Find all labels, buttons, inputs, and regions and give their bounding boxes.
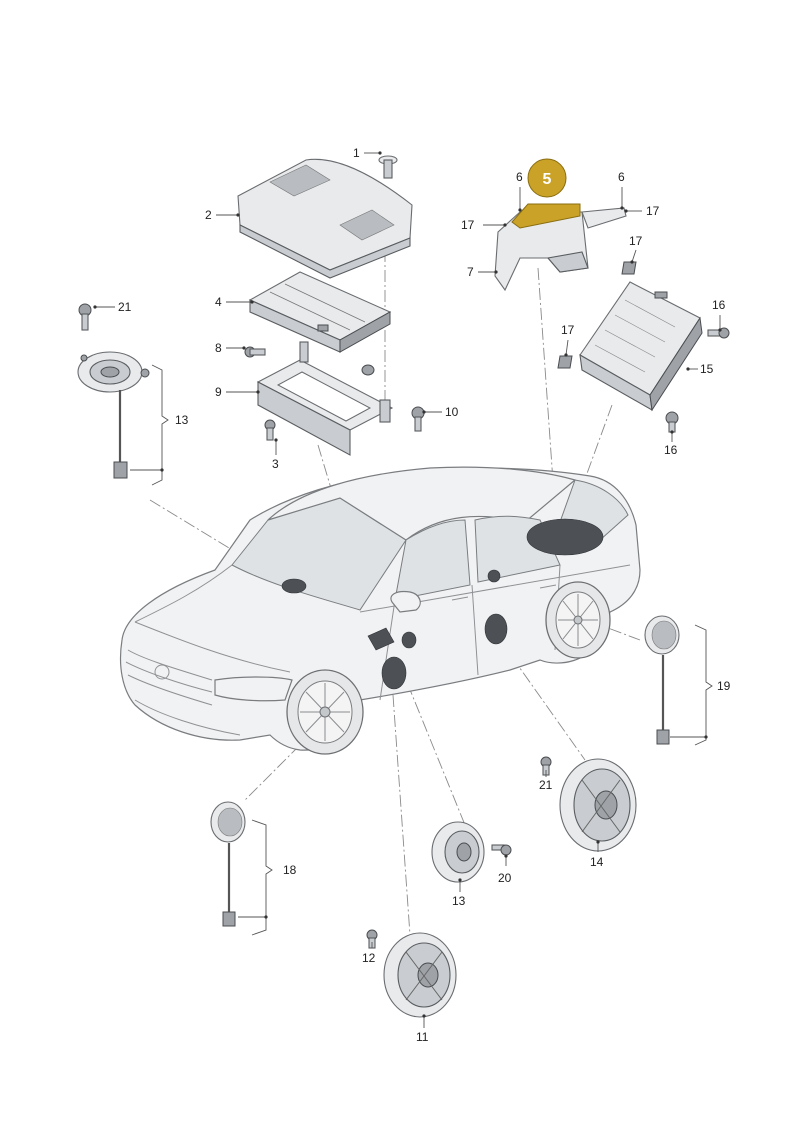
part-screw-21-left [78,303,92,331]
roof [267,466,577,541]
part-bracket [256,341,394,456]
callout-labels: 1 2 4 8 9 3 10 21 13 6 6 17 17 7 17 17 1… [118,146,731,1044]
callout-4: 4 [215,295,222,309]
part-speaker-13-bottom [431,821,485,883]
part-control-unit [248,271,392,353]
rear-wheel [545,581,611,659]
callout-10: 10 [445,405,459,419]
callout-11: 11 [416,1030,429,1044]
part-woofer-11 [383,932,457,1018]
part-screw-3 [264,419,276,441]
location-spot-b-pillar [487,569,501,583]
front-side-window [394,519,471,601]
location-spot-rear-door [484,613,508,645]
headlight [214,676,293,702]
part-screw-16-top [707,327,730,339]
callout-14: 14 [590,855,604,869]
callout-17-left: 17 [461,218,475,232]
part-clip-small [361,364,375,376]
part-tweeter-right [644,615,680,745]
callout-9: 9 [215,385,222,399]
part-woofer-14 [559,758,637,852]
callout-17-mid: 17 [561,323,575,337]
callout-16-bottom: 16 [664,443,678,457]
callout-19: 19 [717,679,731,693]
location-spot-mirror [401,631,417,649]
callout-20: 20 [498,871,512,885]
location-spot-shelf [526,518,604,556]
part-tweeter-left [210,801,246,927]
part-highlighted-5 [511,203,581,229]
part-housing-7 [494,207,627,292]
part-clip-17-top [621,261,637,275]
part-screw-10 [411,406,425,432]
part-speaker-left [77,351,150,479]
location-spot-front-door [381,656,407,690]
callout-21-right: 21 [539,778,553,792]
part-cover [237,158,413,279]
callout-leaders [93,151,722,1028]
car-illustration [119,466,641,755]
callout-18: 18 [283,863,297,877]
front-wheel [286,669,364,755]
callout-13-bottom: 13 [452,894,466,908]
location-spot-dash [281,578,307,594]
highlight-callout-5[interactable]: 5 [527,158,567,198]
callout-17-right: 17 [646,204,660,218]
callout-2: 2 [205,208,212,222]
callout-3: 3 [272,457,279,471]
callout-8: 8 [215,341,222,355]
callout-13-left: 13 [175,413,189,427]
callout-6-left: 6 [516,170,523,184]
part-amplifier [579,281,703,412]
part-screw-16-bottom [665,411,679,433]
callout-16-top: 16 [712,298,726,312]
part-push-pin [378,155,398,179]
callout-15: 15 [700,362,714,376]
callout-5: 5 [543,171,552,188]
part-clip-17-mid [557,355,573,369]
location-spot-module [367,627,395,651]
callout-12: 12 [362,951,376,965]
callout-21-left: 21 [118,300,132,314]
callout-17-top: 17 [629,234,643,248]
part-screw-20 [491,844,512,856]
callout-7: 7 [467,265,474,279]
part-screw-8 [244,346,266,358]
callout-1: 1 [353,146,360,160]
callout-6-right: 6 [618,170,625,184]
